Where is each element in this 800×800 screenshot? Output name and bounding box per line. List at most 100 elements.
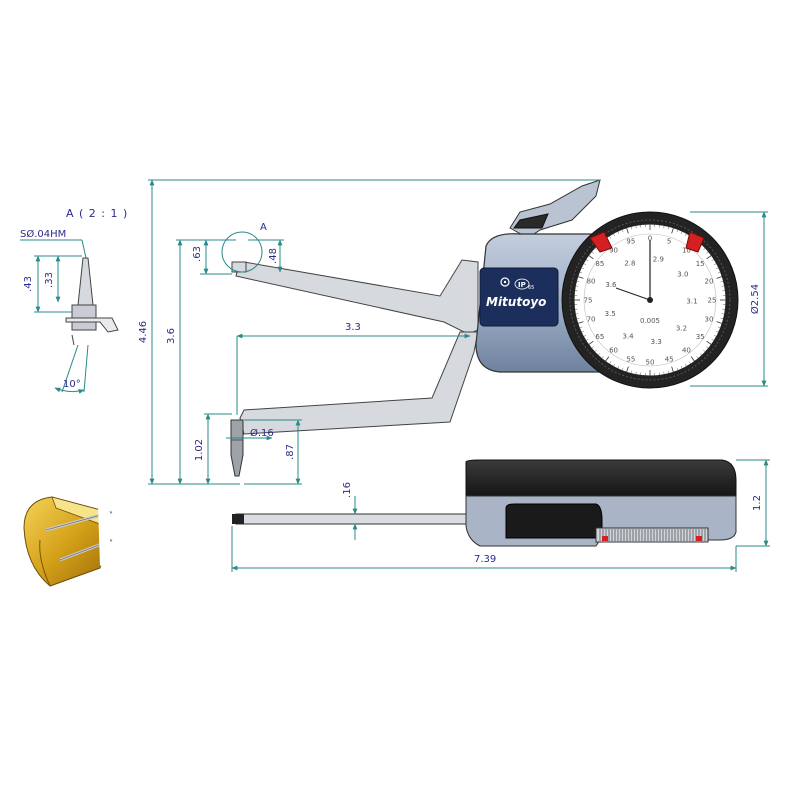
limit-marker-left xyxy=(589,231,613,253)
ip-rating-prefix: IP xyxy=(518,281,526,289)
dial-tick xyxy=(575,285,579,287)
dial-outer-number: 70 xyxy=(587,316,596,324)
dial-tick xyxy=(583,263,587,266)
dial-tick xyxy=(579,271,583,274)
angle-ext-left xyxy=(61,344,79,393)
dial-tick xyxy=(680,365,683,369)
dial-tick xyxy=(581,330,585,333)
dial-tick xyxy=(721,285,725,287)
dial-tick xyxy=(716,321,723,324)
dial-outer-number: 50 xyxy=(646,359,655,367)
dial-inner-number: 3.2 xyxy=(676,324,687,332)
side-view: .16 1.2 7.39 xyxy=(231,459,770,572)
dial-tick xyxy=(676,367,679,371)
dial-outer-number: 5 xyxy=(667,238,671,246)
gold-ring-illustration xyxy=(23,496,113,587)
side-knurl-band xyxy=(595,527,709,543)
dial-outer-number: 90 xyxy=(609,246,618,254)
side-lever xyxy=(505,503,603,539)
detail-a-callout-label: A xyxy=(260,222,267,233)
dial-tick xyxy=(706,255,712,260)
dim-tip-height: .48 xyxy=(268,248,279,264)
dial-tick xyxy=(594,349,597,353)
dial-outer-number: 0 xyxy=(648,235,652,243)
dial-outer-number: 40 xyxy=(682,347,691,355)
dial-tick xyxy=(630,370,633,374)
dial-tick xyxy=(613,363,616,367)
dial-tick xyxy=(630,226,633,230)
ip-rating-value: 65 xyxy=(528,285,534,291)
dial-tick xyxy=(621,367,624,371)
dial-tick xyxy=(703,349,706,353)
dial-tick xyxy=(617,231,620,235)
tip-radius-label: SØ.04HM xyxy=(20,228,66,240)
dial-outer-number: 45 xyxy=(665,355,674,363)
side-jaw-tip xyxy=(232,514,244,524)
dial-outer-number: 15 xyxy=(696,260,705,268)
upper-jaw-arm xyxy=(235,259,479,335)
dim-overall-height: 4.46 xyxy=(138,321,149,343)
side-dial-bezel xyxy=(465,459,737,501)
dial-tick xyxy=(671,227,674,234)
dial-tick xyxy=(609,235,612,239)
dial-tick xyxy=(717,271,721,274)
dial-tick xyxy=(690,356,695,362)
dim-upper-jaw-height: 3.6 xyxy=(166,328,177,344)
dial-tick xyxy=(703,247,706,251)
dial-outer-number: 10 xyxy=(682,246,691,254)
detail-a-callout-circle xyxy=(221,231,263,273)
dial-tick xyxy=(588,255,594,260)
dial-tick xyxy=(706,346,709,349)
dial-tick xyxy=(594,247,597,251)
dial-tick xyxy=(617,365,620,369)
lower-jaw-arm xyxy=(239,331,479,435)
detail-edge-line xyxy=(71,334,75,346)
side-knurl-pattern xyxy=(599,529,706,541)
dial-outer-number: 75 xyxy=(584,297,593,305)
dial-inner-number: 3.0 xyxy=(677,270,688,278)
dial-tick xyxy=(583,334,587,337)
dial-tick xyxy=(684,233,687,237)
dim-side-height: 1.2 xyxy=(752,495,763,511)
detail-title: A ( 2 : 1 ) xyxy=(66,207,128,220)
dial-tick xyxy=(613,233,616,237)
dim-lower-tip-length: .87 xyxy=(285,444,296,460)
dial-inner-scale: 2.93.03.13.23.33.43.53.62.8 xyxy=(605,255,698,346)
ip-badge-outline xyxy=(514,278,530,290)
dial-tick xyxy=(671,366,674,373)
angle-arc xyxy=(54,387,85,394)
dial-tick xyxy=(609,361,612,365)
dial-tick xyxy=(588,340,594,345)
dim-side-thickness: .16 xyxy=(342,482,353,498)
dial-tick xyxy=(696,356,699,359)
dim-43-value: .43 xyxy=(23,276,34,292)
dial-resolution-label: 0.005 xyxy=(640,317,660,325)
dial-tick xyxy=(585,259,589,262)
dial-tick xyxy=(711,338,715,341)
dial-outer-number: 85 xyxy=(595,260,604,268)
brand-logo: Mitutoyo xyxy=(486,295,546,309)
dial-outer-number: 60 xyxy=(609,347,618,355)
detail-a-view: A ( 2 : 1 ) SØ.04HM .43 .33 10° xyxy=(20,207,128,394)
dial-tick xyxy=(626,227,629,234)
dial-inner-number: 3.6 xyxy=(605,281,617,289)
lower-jaw-tip xyxy=(230,419,244,477)
brand-mark-icon xyxy=(500,277,510,287)
dial-outer-number: 95 xyxy=(626,238,635,246)
dial-tick xyxy=(711,259,715,262)
tip-label-leader-2 xyxy=(81,239,87,259)
dial-tick xyxy=(577,276,584,279)
dial-tick xyxy=(699,353,703,356)
dial-outer-number: 20 xyxy=(705,277,714,285)
brand-label-plate xyxy=(479,267,559,327)
dial-tick xyxy=(576,317,580,320)
dial-tick xyxy=(684,363,687,367)
lever-grip xyxy=(513,213,549,229)
angle-value: 10° xyxy=(63,379,81,390)
dial-tick xyxy=(706,340,712,345)
dial-tick xyxy=(591,346,594,349)
dial-tick xyxy=(688,361,691,365)
dial-tick xyxy=(680,231,683,235)
